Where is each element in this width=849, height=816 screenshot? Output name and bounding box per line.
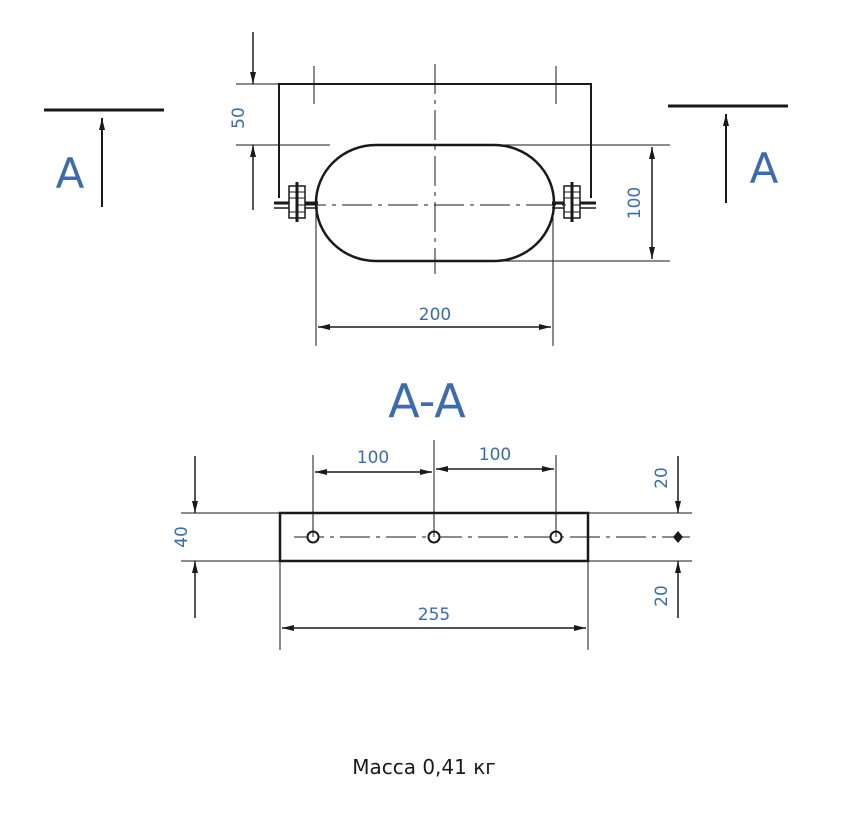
bolt-icon — [288, 182, 306, 222]
strip-section-view — [278, 511, 690, 563]
section-letter-left: A — [56, 149, 85, 198]
dimension-text: 100 — [357, 448, 389, 468]
dimension-text: 20 — [652, 585, 672, 607]
dimension-text: 100 — [479, 445, 511, 465]
dimension-text: 20 — [652, 467, 672, 489]
mass-label: Масса 0,41 кг — [352, 755, 496, 779]
dimension-text: 255 — [418, 605, 450, 625]
dimension-text: 50 — [229, 107, 249, 129]
section-marker-left: A — [44, 108, 164, 207]
dimension-text: 40 — [172, 526, 192, 548]
dimension-width-255: 255 — [279, 561, 589, 650]
clamp-top-view — [274, 64, 596, 274]
oval-duct — [314, 143, 556, 263]
dimension-height-50: 50 — [229, 32, 330, 210]
dimension-text: 100 — [625, 187, 645, 219]
dimension-spacing-left: 100 — [312, 440, 435, 537]
dimension-height-100: 100 — [498, 144, 670, 262]
dimension-height-40: 40 — [172, 456, 280, 618]
section-letter-right: A — [750, 144, 779, 193]
dimension-offsets-right: 20 20 — [588, 456, 692, 618]
dimension-point-marker — [673, 531, 683, 543]
section-title: A-A — [388, 374, 466, 428]
section-marker-right: A — [668, 104, 788, 203]
dimension-text: 200 — [419, 305, 451, 325]
dimension-spacing-right: 100 — [436, 445, 557, 537]
bolt-icon — [563, 182, 581, 222]
dimension-width-200: 200 — [315, 205, 554, 346]
